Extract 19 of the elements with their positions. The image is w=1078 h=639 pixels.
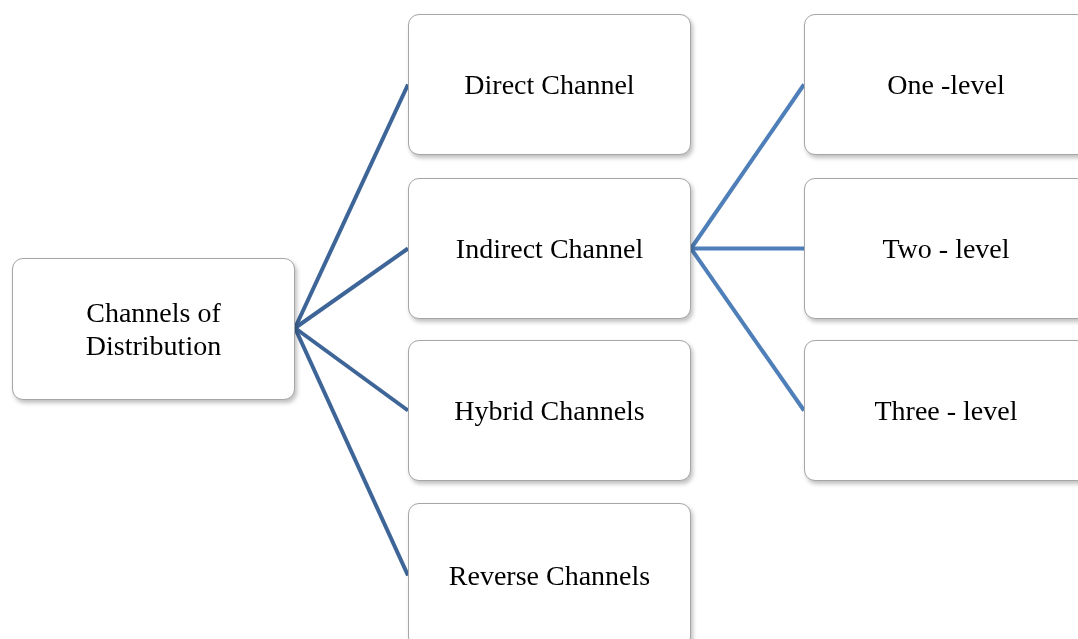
box-label: Two - level	[882, 232, 1010, 265]
process-box	[408, 178, 691, 319]
box-label: Hybrid Channels	[454, 394, 645, 427]
process-box	[408, 503, 691, 639]
process-box	[408, 14, 691, 155]
connector-line	[689, 247, 806, 412]
process-box	[408, 340, 691, 481]
process-box	[804, 340, 1078, 481]
process-box	[804, 14, 1078, 155]
process-box	[12, 258, 295, 400]
connector-line	[689, 83, 806, 250]
box-label: Reverse Channels	[448, 559, 651, 592]
box-label: Channels of Distribution	[84, 295, 223, 363]
process-box	[804, 178, 1078, 319]
connector-line	[691, 246, 804, 251]
box-label: Indirect Channel	[455, 232, 644, 265]
box-label: Direct Channel	[464, 68, 635, 101]
box-label: Three - level	[874, 394, 1018, 427]
box-label: One -level	[887, 68, 1005, 101]
